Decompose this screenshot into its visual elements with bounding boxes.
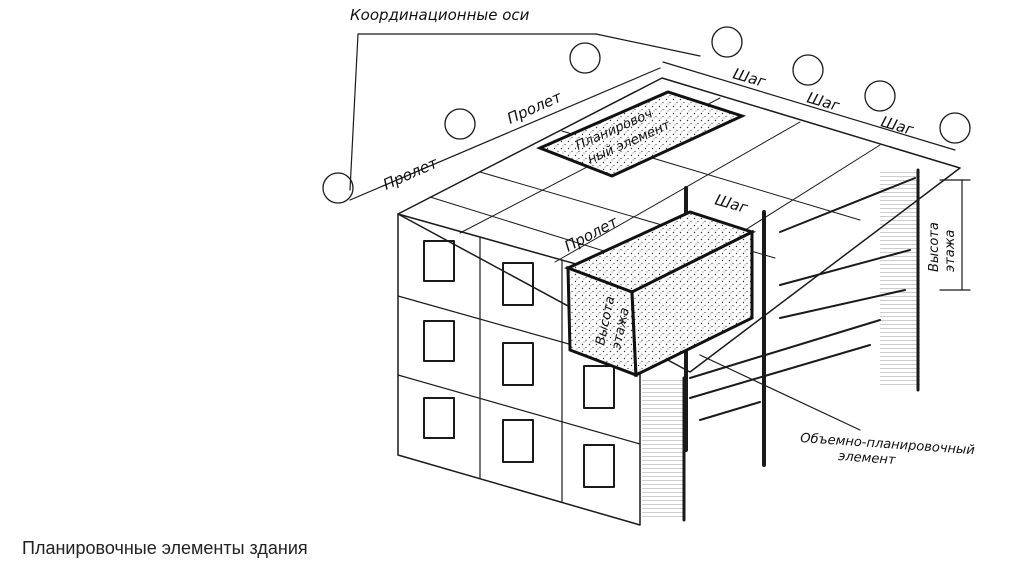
- dimension-lines: [349, 33, 971, 431]
- volume-element-box: [564, 210, 756, 378]
- step-label-1: Шаг: [731, 65, 768, 91]
- window-grid: [423, 240, 615, 488]
- axis-circles: [322, 26, 971, 204]
- planning-element-box: [536, 90, 747, 178]
- floor-height-right-line2: этажа: [943, 230, 958, 272]
- floor-height-right-line1: Высота: [927, 222, 942, 272]
- step-label-3: Шаг: [879, 113, 916, 139]
- side-walls: [642, 168, 920, 522]
- step-label-4: Шаг: [713, 191, 750, 217]
- step-label-2: Шаг: [805, 89, 842, 115]
- span-label-1: Пролет: [380, 153, 441, 193]
- volume-element-line2: элемент: [838, 449, 897, 468]
- figure-caption: Планировочные элементы здания: [22, 538, 308, 558]
- coord-axes-label: Координационные оси: [350, 6, 530, 24]
- facade: [397, 213, 641, 526]
